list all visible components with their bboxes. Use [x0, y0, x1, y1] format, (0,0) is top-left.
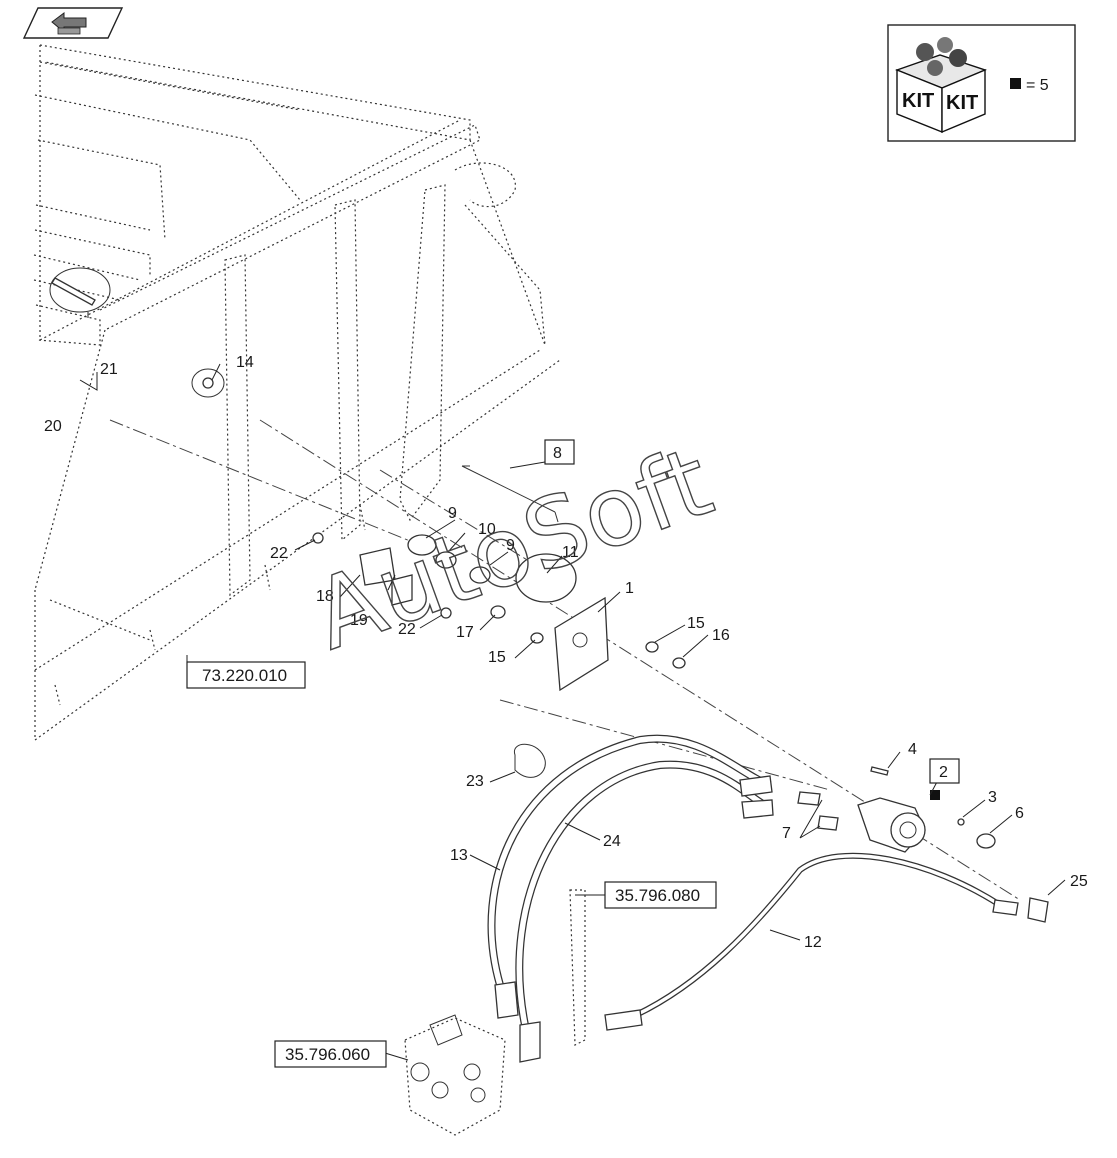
numeric-callouts: 21 20 14 22 9 10 9 11 1 18 19 22 17 15 1… — [44, 354, 1088, 951]
callout-10: 10 — [478, 521, 496, 538]
callout-15-right: 15 — [687, 615, 705, 632]
back-navigation-button[interactable] — [22, 7, 124, 39]
callout-19: 19 — [350, 612, 368, 629]
callout-3: 3 — [988, 789, 997, 806]
reference-box-73-220-010[interactable]: 73.220.010 — [186, 661, 306, 689]
reference-box-35-796-060[interactable]: 35.796.060 — [274, 1040, 387, 1068]
control-valve-block — [404, 1014, 506, 1136]
mount-hardware — [312, 465, 686, 692]
reference-box-35-796-080[interactable]: 35.796.080 — [604, 881, 717, 909]
callout-13: 13 — [450, 847, 468, 864]
hydraulic-hoses — [487, 734, 1049, 1063]
kit-box-icon — [895, 37, 987, 134]
kit-quantity: = 5 — [1026, 77, 1049, 94]
callout-8: 8 — [553, 445, 562, 462]
back-arrow-icon — [51, 12, 87, 35]
callout-18: 18 — [316, 588, 334, 605]
callout-11: 11 — [562, 544, 579, 561]
kit-box-right-label: KIT — [946, 92, 978, 114]
callout-6: 6 — [1015, 805, 1024, 822]
callout-20: 20 — [44, 418, 62, 435]
callout-4: 4 — [908, 741, 917, 758]
kit-box: KIT KIT = 5 — [887, 24, 1076, 142]
callout-21: 21 — [100, 361, 118, 378]
callout-9-mid: 9 — [506, 537, 515, 554]
reference-links[interactable]: 73.220.010 35.796.080 35.796.060 — [186, 661, 717, 1068]
kit-box-left-label: KIT — [902, 90, 934, 112]
callout-12: 12 — [804, 934, 822, 951]
callout-14: 14 — [236, 354, 254, 371]
callout-1: 1 — [625, 580, 634, 597]
valve-assembly — [797, 766, 996, 853]
callout-15-left: 15 — [488, 649, 506, 666]
plug-assembly-14 — [191, 368, 225, 398]
callout-17: 17 — [456, 624, 474, 641]
callout-9-top: 9 — [448, 505, 457, 522]
callout-2: 2 — [939, 764, 948, 781]
callout-7: 7 — [782, 825, 791, 842]
boxed-callouts: 8 2 — [544, 439, 960, 784]
header-frame — [33, 44, 561, 741]
callout-16: 16 — [712, 627, 730, 644]
reference-35-796-080[interactable]: 35.796.080 — [615, 886, 700, 905]
callout-22-left: 22 — [270, 545, 288, 562]
callout-25: 25 — [1070, 873, 1088, 890]
callout-22-mid: 22 — [398, 621, 416, 638]
callout-leaders — [79, 312, 1066, 1061]
kit-marker-icon — [1010, 78, 1021, 89]
reference-73-220-010[interactable]: 73.220.010 — [202, 666, 287, 685]
watermark: AutoSoft — [300, 425, 726, 671]
reference-35-796-060[interactable]: 35.796.060 — [285, 1045, 370, 1064]
callout-23: 23 — [466, 773, 484, 790]
bolt-assembly-20-21 — [49, 267, 111, 313]
callout-24: 24 — [603, 833, 621, 850]
